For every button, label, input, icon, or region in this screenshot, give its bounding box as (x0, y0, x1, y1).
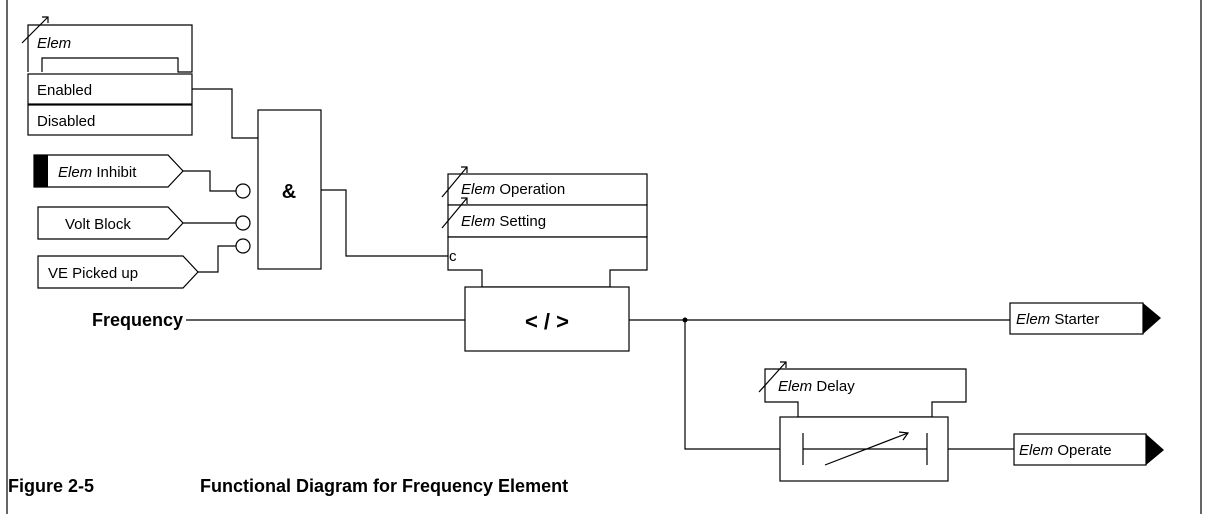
disabled-option-label: Disabled (37, 113, 95, 130)
operate-output-arrow-icon (1146, 434, 1164, 465)
ve-picked-up-input: VE Picked up (37, 255, 199, 289)
invert-bubble-inhibit (235, 183, 251, 199)
inhibit-label: Elem Inhibit (58, 164, 137, 181)
and-gate-symbol: & (282, 181, 296, 203)
inhibit-label-suffix: Inhibit (92, 164, 137, 181)
starter-output-label-prefix: Elem (1016, 311, 1050, 328)
delay-setting-tab (764, 368, 967, 418)
inhibit-input: Elem Inhibit (33, 154, 184, 188)
setting-label-prefix: Elem (461, 213, 495, 230)
starter-output-box (1009, 302, 1144, 335)
enabled-option-box (27, 73, 193, 105)
elem-header-tab (27, 24, 193, 73)
operate-output-label: Elem Operate (1019, 442, 1112, 459)
disabled-option-box (27, 104, 193, 136)
and-gate: & (235, 109, 322, 270)
junction-to-delay-wire (684, 320, 780, 450)
comparator-symbol: < / > (525, 309, 569, 334)
operation-label: Elem Operation (461, 181, 565, 198)
figure-number: Figure 2-5 (8, 476, 94, 496)
setting-arrow-head-icon (42, 16, 49, 23)
operation-arrow-icon (441, 166, 468, 198)
invert-bubble-volt-block (235, 215, 251, 231)
ve-picked-up-wire (198, 245, 236, 273)
ve-picked-up-label: VE Picked up (48, 265, 138, 282)
setting-label: Elem Setting (461, 213, 546, 230)
delay-block: Elem Delay (758, 361, 967, 482)
delay-label-suffix: Delay (812, 378, 855, 395)
timer-variable-arrow-head-icon (898, 431, 910, 441)
inhibit-label-prefix: Elem (58, 164, 92, 181)
control-input-row (447, 236, 648, 288)
timer-variable-arrow-icon (824, 432, 909, 466)
operate-output-label-suffix: Operate (1053, 442, 1111, 459)
ve-picked-up-flag (37, 255, 199, 289)
delay-arrow-head-icon (780, 361, 787, 368)
starter-output-label-suffix: Starter (1050, 311, 1099, 328)
inhibit-marker-icon (34, 155, 48, 187)
operation-label-prefix: Elem (461, 181, 495, 198)
inhibit-wire (183, 170, 236, 192)
volt-block-label: Volt Block (65, 216, 131, 233)
elem-settings-block: Elem Enabled Disabled (21, 16, 193, 136)
delay-label: Elem Delay (778, 378, 855, 395)
starter-output-arrow-icon (1143, 303, 1161, 334)
elem-header-label: Elem (37, 35, 71, 52)
operation-setting-block: Elem Operation Elem Setting c (441, 166, 648, 288)
operation-row-box (447, 173, 648, 206)
enabled-option-label: Enabled (37, 82, 92, 99)
figure-title: Functional Diagram for Frequency Element (200, 476, 568, 496)
comparator-block: < / > (464, 286, 630, 352)
volt-block-input: Volt Block (37, 206, 184, 240)
setting-arrow-icon (441, 197, 468, 229)
starter-output-label: Elem Starter (1016, 311, 1099, 328)
setting-row-box (447, 204, 648, 238)
setting-arrow-icon (21, 16, 49, 44)
invert-bubble-ve-picked-up (235, 238, 251, 254)
delay-label-prefix: Elem (778, 378, 812, 395)
operation-arrow-head-icon (461, 166, 468, 173)
setting-label-suffix: Setting (495, 213, 546, 230)
enabled-to-and-wire (192, 88, 258, 139)
and-to-operation-wire (321, 189, 448, 257)
comparator-box (464, 286, 630, 352)
setting-arrow-head-icon (461, 197, 468, 204)
frequency-label: Frequency (92, 310, 183, 330)
operate-output-label-prefix: Elem (1019, 442, 1053, 459)
operation-label-suffix: Operation (495, 181, 565, 198)
and-gate-box (257, 109, 322, 270)
delay-arrow-icon (758, 361, 787, 393)
starter-output: Elem Starter (1009, 302, 1161, 335)
operate-output: Elem Operate (1013, 433, 1164, 466)
volt-block-flag (37, 206, 184, 240)
control-input-label: c (449, 248, 457, 265)
